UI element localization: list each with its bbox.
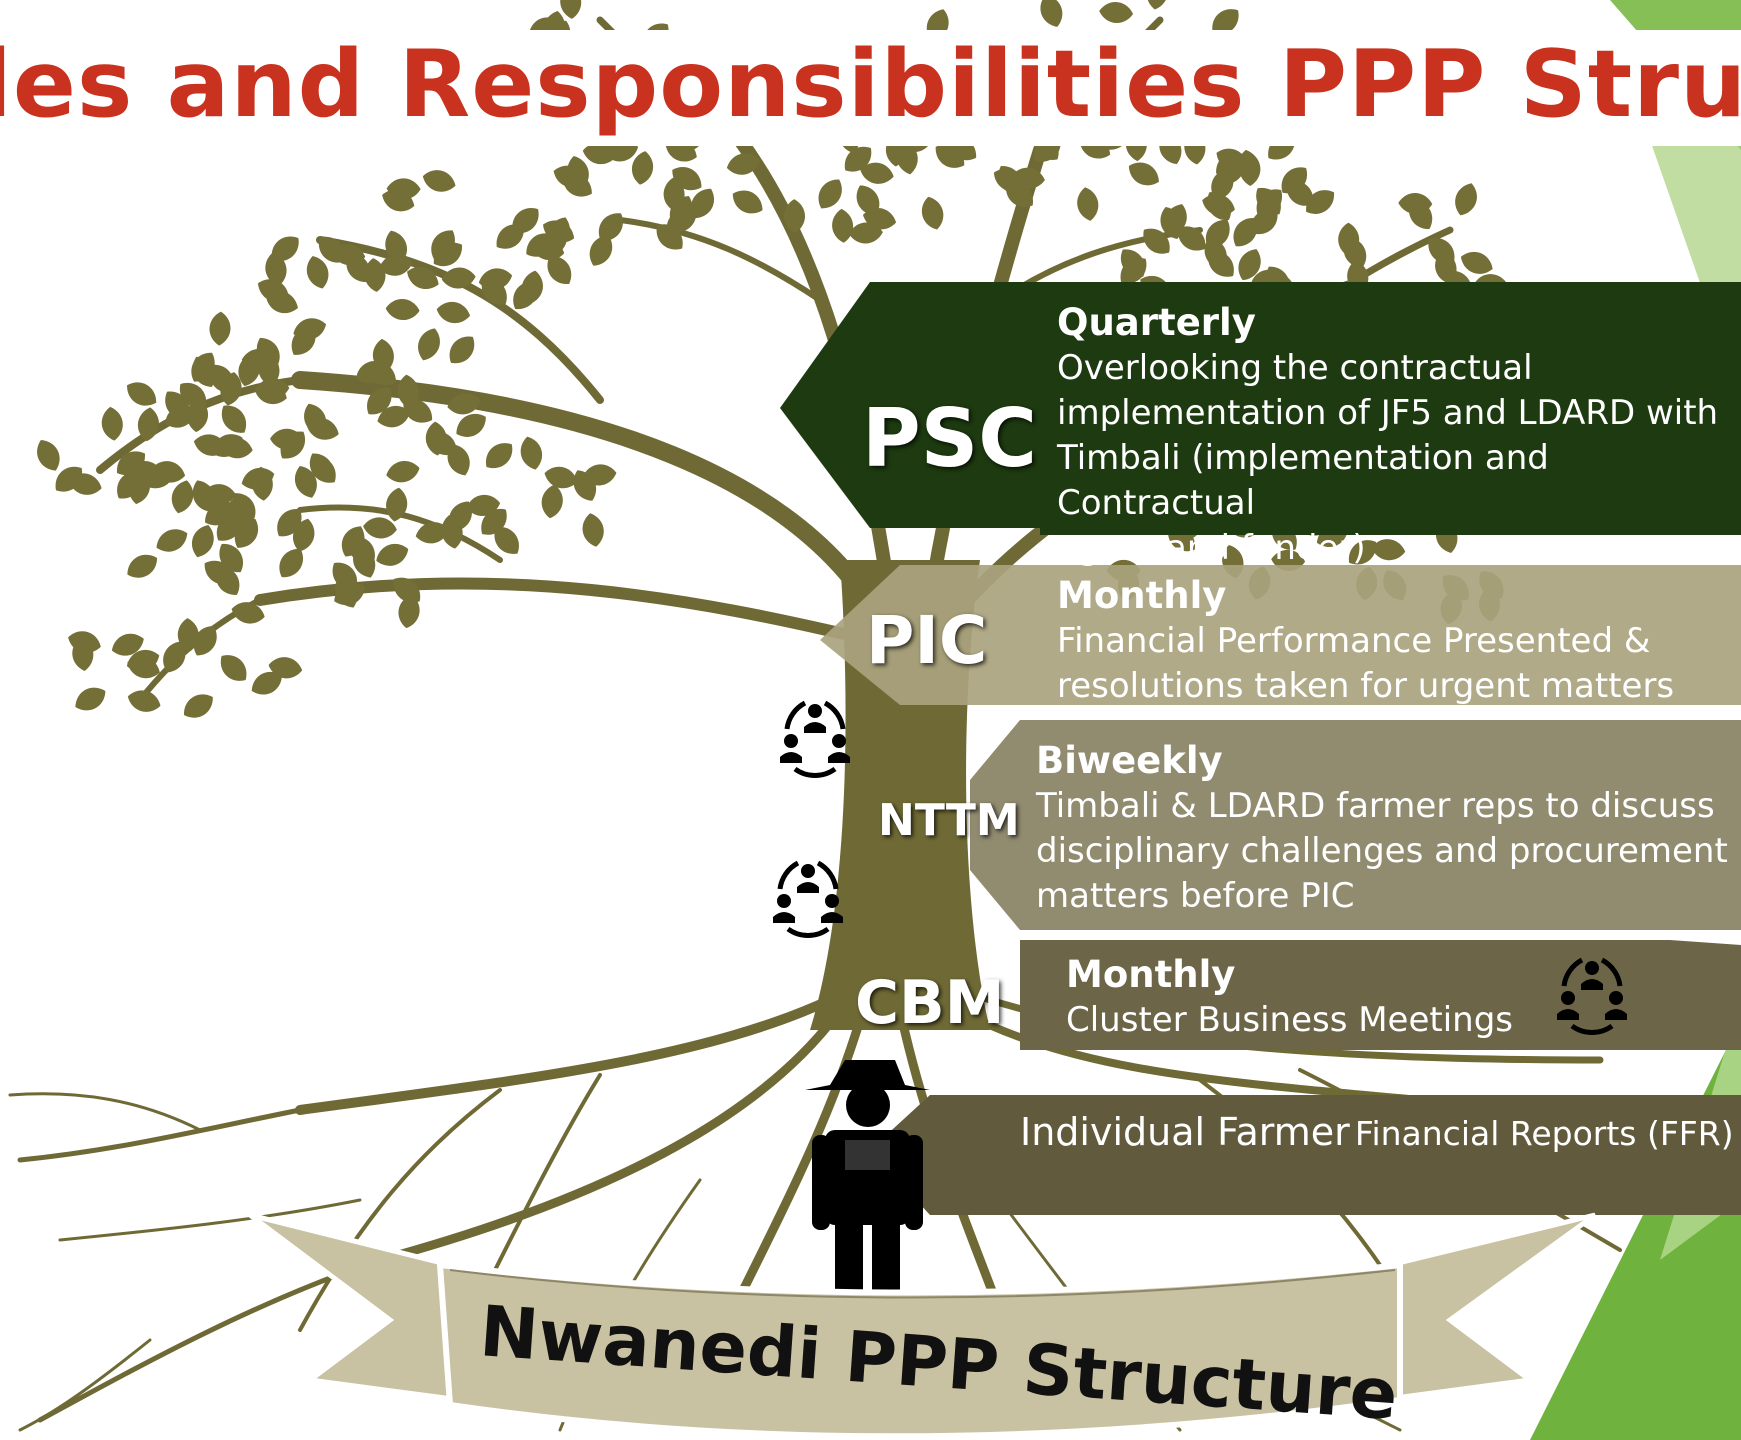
cbm-frequency: Monthly <box>1066 953 1236 996</box>
leaf <box>830 208 855 244</box>
leaf <box>1035 0 1068 31</box>
leaf <box>65 627 104 657</box>
leaf <box>1123 156 1164 192</box>
level-code-nttm: NTTM <box>878 795 1020 846</box>
pic-description-line: Financial Performance Presented & <box>1057 621 1651 661</box>
leaf <box>812 173 849 214</box>
leaf <box>559 0 583 20</box>
leaf <box>215 399 253 440</box>
farmer-report-label: Individual Farmer <box>1020 1110 1350 1154</box>
level-code-psc: PSC <box>862 392 1037 485</box>
leaf <box>384 297 421 322</box>
leaf <box>1144 0 1171 11</box>
psc-description-line: implementation of JF5 and LDARD with <box>1057 393 1719 433</box>
leaf <box>187 521 219 561</box>
leaf <box>413 324 445 364</box>
leaf <box>99 405 125 442</box>
banner-ribbon <box>248 1212 1597 1440</box>
farmer-report-text: Individual Farmer Financial Reports (FFR… <box>1020 1110 1734 1154</box>
leaf <box>579 511 607 549</box>
leaf <box>372 539 412 571</box>
farmer-report-detail: Financial Reports (FFR) <box>1354 1114 1734 1153</box>
leaf <box>70 681 111 717</box>
nttm-description-line: matters before PIC <box>1036 876 1355 916</box>
pic-frequency: Monthly <box>1057 574 1227 617</box>
nttm-band <box>970 720 1741 930</box>
group-meeting-icon <box>773 863 843 936</box>
nttm-description-line: disciplinary challenges and procurement <box>1036 831 1728 871</box>
leaf <box>121 376 162 412</box>
leaf <box>178 688 219 724</box>
cbm-band <box>1020 940 1741 1050</box>
leaf <box>1098 0 1134 25</box>
leaf <box>434 298 473 327</box>
nttm-frequency: Biweekly <box>1036 739 1223 782</box>
leaf <box>541 462 581 493</box>
leaf <box>122 548 163 584</box>
leaf <box>31 435 66 476</box>
leaf <box>152 523 192 558</box>
psc-frequency: Quarterly <box>1057 301 1256 344</box>
psc-text: Quarterly Overlooking the contractual im… <box>1057 300 1741 571</box>
leaf <box>208 311 232 347</box>
leaf <box>479 436 519 475</box>
nttm-description-line: Timbali & LDARD farmer reps to discuss <box>1036 786 1715 826</box>
leaf <box>539 483 565 520</box>
pic-text: Monthly Financial Performance Presented … <box>1057 573 1674 709</box>
leaf <box>1450 179 1482 219</box>
leaf <box>167 477 198 516</box>
leaf <box>727 184 768 220</box>
level-code-pic: PIC <box>866 602 988 679</box>
nttm-text: Biweekly Timbali & LDARD farmer reps to … <box>1036 738 1728 919</box>
psc-description-line: Timbali (implementation and Contractual <box>1057 438 1549 523</box>
leaf <box>214 648 254 688</box>
leaf <box>419 166 459 196</box>
cbm-text: Monthly Cluster Business Meetings <box>1066 952 1513 1043</box>
pic-band <box>820 565 1741 705</box>
leaf <box>1074 185 1101 223</box>
leaf <box>517 434 546 473</box>
psc-description-line: agent and funder) <box>1057 528 1366 568</box>
leaf <box>384 457 422 486</box>
slide-title: les and Responsibilities PPP Structur <box>0 30 1741 146</box>
leaf <box>124 686 164 716</box>
level-code-cbm: CBM <box>855 968 1005 1038</box>
pic-description-line: resolutions taken for urgent matters <box>1057 666 1675 706</box>
leaf <box>918 193 948 233</box>
leaf <box>442 330 481 370</box>
cbm-description-line: Cluster Business Meetings <box>1066 1000 1514 1040</box>
psc-description-line: Overlooking the contractual <box>1057 348 1533 388</box>
ffr-band <box>870 1095 1741 1215</box>
psc-band <box>780 282 1741 535</box>
group-meeting-icon <box>780 703 850 776</box>
